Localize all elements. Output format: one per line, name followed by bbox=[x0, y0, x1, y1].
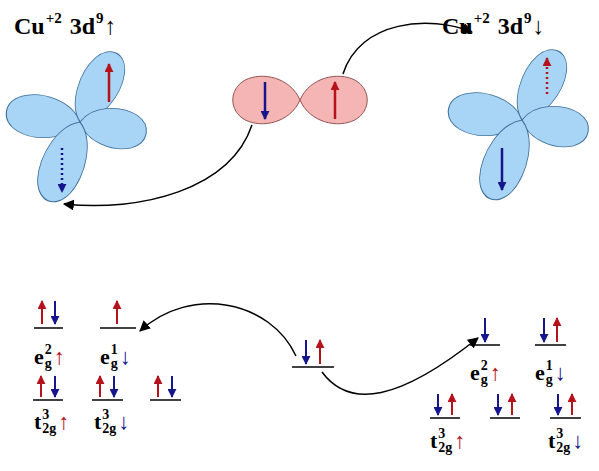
transfer-arrow bbox=[64, 125, 252, 206]
spin-arrows bbox=[41, 301, 572, 415]
term-text: t bbox=[94, 411, 101, 433]
superscript-text: +2 bbox=[474, 11, 490, 26]
d-orbital bbox=[3, 44, 149, 209]
term-text: ↓ bbox=[572, 430, 583, 452]
spin-down-arrow bbox=[501, 148, 504, 190]
term-text: e bbox=[34, 346, 44, 368]
term-text: ↑ bbox=[54, 346, 65, 368]
subscript-text: g bbox=[111, 357, 118, 371]
subscript-text: 2g bbox=[438, 441, 452, 455]
superscript-text: 9 bbox=[96, 11, 104, 26]
spin-up-arrow bbox=[108, 64, 111, 102]
spin-down-arrow bbox=[264, 82, 267, 119]
superscript-text: 3 bbox=[556, 427, 563, 441]
energy-level bbox=[33, 328, 581, 418]
subscript-text: g bbox=[481, 373, 488, 387]
spin-down-arrow-dotted bbox=[61, 148, 64, 192]
p-orbital bbox=[233, 76, 367, 123]
subscript-text: g bbox=[546, 373, 553, 387]
term-text: e bbox=[535, 362, 545, 384]
transfer-arrow bbox=[322, 338, 478, 394]
subscript-text: 2g bbox=[556, 441, 570, 455]
superscript-text: 1 bbox=[546, 359, 553, 373]
term-text: ↑ bbox=[490, 362, 501, 384]
superscript-text: 3 bbox=[42, 408, 49, 422]
superscript-text: +2 bbox=[46, 11, 62, 26]
term-text: ↓ bbox=[120, 346, 131, 368]
term-text: 3d bbox=[70, 14, 95, 38]
transfer-arrow bbox=[140, 304, 296, 356]
superscript-text: 2 bbox=[45, 343, 52, 357]
term-text: ↓ bbox=[533, 14, 545, 38]
superscript-text: 3 bbox=[102, 408, 109, 422]
term-text: ↑ bbox=[58, 411, 69, 433]
subscript-text: 2g bbox=[42, 422, 56, 436]
term-text: Cu bbox=[442, 14, 473, 38]
superscript-text: 1 bbox=[111, 343, 118, 357]
subscript-text: 2g bbox=[102, 422, 116, 436]
term-text: e bbox=[100, 346, 110, 368]
superscript-text: 3 bbox=[438, 427, 445, 441]
d-orbital bbox=[445, 42, 591, 207]
term-text: ↓ bbox=[118, 411, 129, 433]
spin-up-arrow-dotted bbox=[546, 58, 549, 94]
superscript-text: 9 bbox=[524, 11, 532, 26]
term-text: ↑ bbox=[454, 430, 465, 452]
term-text: e bbox=[470, 362, 480, 384]
term-text: t bbox=[430, 430, 437, 452]
spin-up-arrow bbox=[334, 82, 337, 119]
term-text: 3d bbox=[498, 14, 523, 38]
term-text: ↑ bbox=[105, 14, 117, 38]
term-text: Cu bbox=[14, 14, 45, 38]
superscript-text: 2 bbox=[481, 359, 488, 373]
term-text: t bbox=[548, 430, 555, 452]
subscript-text: g bbox=[45, 357, 52, 371]
term-text: ↓ bbox=[555, 362, 566, 384]
term-text: t bbox=[34, 411, 41, 433]
